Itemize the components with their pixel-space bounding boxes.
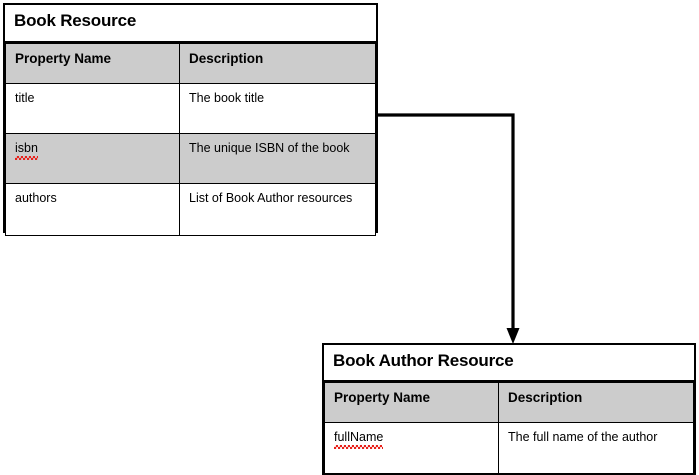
cell-description: The unique ISBN of the book: [179, 133, 376, 184]
box-title-book-author-resource: Book Author Resource: [324, 345, 694, 382]
cell-property-name: authors: [5, 183, 180, 236]
cell-description: The full name of the author: [498, 422, 694, 474]
cell-property-name: isbn: [5, 133, 180, 184]
misspelled-word-fullname: fullName: [334, 430, 384, 449]
table-header-row: Property Name Description: [5, 43, 376, 84]
column-header-property-name: Property Name: [324, 382, 499, 423]
cell-property-name: title: [5, 83, 180, 134]
box-title-book-resource: Book Resource: [5, 5, 376, 43]
property-table-book-author-resource: Property Name Description fullName The f…: [324, 382, 694, 474]
cell-property-name: fullName: [324, 422, 499, 474]
cell-description: The book title: [179, 83, 376, 134]
column-header-description: Description: [179, 43, 376, 84]
connector-path: [378, 113, 515, 335]
table-row[interactable]: fullName The full name of the author: [324, 422, 694, 474]
table-row[interactable]: isbn The unique ISBN of the book: [5, 133, 376, 184]
property-table-book-resource: Property Name Description title The book…: [5, 43, 376, 236]
misspelled-word-isbn: isbn: [15, 141, 38, 160]
table-row[interactable]: authors List of Book Author resources: [5, 183, 376, 236]
table-header-row: Property Name Description: [324, 382, 694, 423]
arrowhead-icon: [506, 328, 520, 344]
resource-box-book-resource[interactable]: Book Resource Property Name Description …: [3, 3, 378, 236]
column-header-property-name: Property Name: [5, 43, 180, 84]
cell-description: List of Book Author resources: [179, 183, 376, 236]
table-row[interactable]: title The book title: [5, 83, 376, 134]
column-header-description: Description: [498, 382, 694, 423]
resource-box-book-author-resource[interactable]: Book Author Resource Property Name Descr…: [322, 343, 696, 475]
